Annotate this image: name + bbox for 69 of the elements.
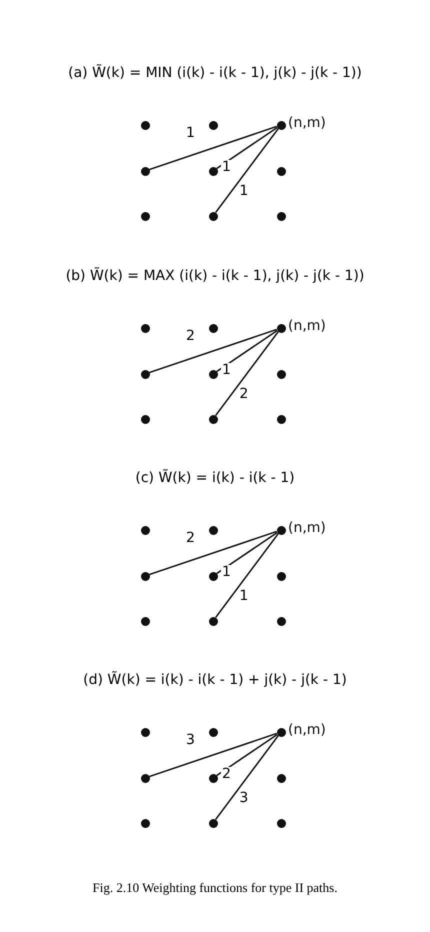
- grid-dot: [208, 324, 218, 332]
- grid-dot: [140, 526, 150, 534]
- edge-label: 3: [238, 790, 250, 805]
- connector-line: [216, 532, 278, 574]
- grid-dot: [140, 370, 150, 378]
- coordinate-label: (n,m): [288, 318, 326, 334]
- connector-line: [216, 734, 278, 776]
- grid-dot: [208, 774, 218, 782]
- connector-line: [149, 328, 277, 374]
- grid-dot: [208, 414, 218, 424]
- edge-label: 2: [185, 329, 196, 343]
- connector-line: [215, 533, 279, 618]
- formula-heading: (d) W̃(k) = i(k) - i(k - 1) + j(k) - j(k - 1): [82, 672, 348, 688]
- grid-dot: [208, 166, 218, 176]
- connector-line: [149, 530, 277, 576]
- edge-label: 1: [221, 160, 232, 174]
- grid-dot: [276, 616, 286, 626]
- formula-heading: (a) W̃(k) = MIN (i(k) - i(k - 1), j(k) - j(k - 1)): [67, 65, 363, 81]
- grid-dot: [140, 572, 150, 580]
- connector-line: [215, 735, 279, 820]
- grid-dot: [276, 728, 286, 736]
- grid-dot: [140, 324, 150, 332]
- edge-label: 2: [238, 386, 250, 401]
- grid-dot: [208, 572, 218, 580]
- grid-dot: [276, 212, 286, 220]
- edge-label: 1: [221, 363, 232, 377]
- connector-line: [215, 128, 279, 213]
- figure-caption: Fig. 2.10 Weighting functions for type II paths.: [92, 880, 338, 896]
- grid-dot: [140, 728, 150, 736]
- grid-dot: [140, 120, 150, 130]
- coordinate-label: (n,m): [288, 115, 326, 131]
- grid-dot: [276, 166, 286, 176]
- grid-dot: [208, 370, 218, 378]
- grid-dot: [140, 774, 150, 782]
- grid-dot: [208, 526, 218, 534]
- grid-dot: [276, 120, 286, 130]
- grid-dot: [140, 414, 150, 424]
- edge-label: 3: [185, 733, 196, 747]
- edge-label: 2: [185, 531, 196, 545]
- edge-label: 1: [238, 184, 250, 198]
- connector-line: [215, 331, 279, 416]
- edge-label: 1: [238, 588, 250, 603]
- grid-dot: [276, 414, 286, 424]
- edge-label: 1: [221, 565, 232, 579]
- grid-dot: [276, 526, 286, 534]
- grid-dot: [276, 818, 286, 828]
- edge-label: 1: [185, 126, 196, 140]
- grid-dot: [140, 166, 150, 176]
- grid-dot: [276, 572, 286, 580]
- edge-label: 2: [221, 767, 232, 781]
- grid-dot: [208, 120, 218, 130]
- grid-dot: [140, 818, 150, 828]
- coordinate-label: (n,m): [288, 520, 326, 536]
- grid-dot: [208, 818, 218, 828]
- coordinate-label: (n,m): [288, 722, 326, 738]
- grid-dot: [208, 728, 218, 736]
- grid-dot: [276, 370, 286, 378]
- grid-dot: [140, 616, 150, 626]
- grid-dot: [276, 324, 286, 332]
- connector-line: [216, 126, 278, 170]
- grid-dot: [208, 212, 218, 220]
- formula-heading: (c) W̃(k) = i(k) - i(k - 1): [134, 470, 296, 486]
- connector-line: [149, 732, 277, 778]
- connector-line: [216, 330, 278, 372]
- formula-heading: (b) W̃(k) = MAX (i(k) - i(k - 1), j(k) - j(k - 1)): [64, 268, 366, 284]
- grid-dot: [276, 774, 286, 782]
- connector-line: [149, 126, 277, 170]
- grid-dot: [140, 212, 150, 220]
- grid-dot: [208, 616, 218, 626]
